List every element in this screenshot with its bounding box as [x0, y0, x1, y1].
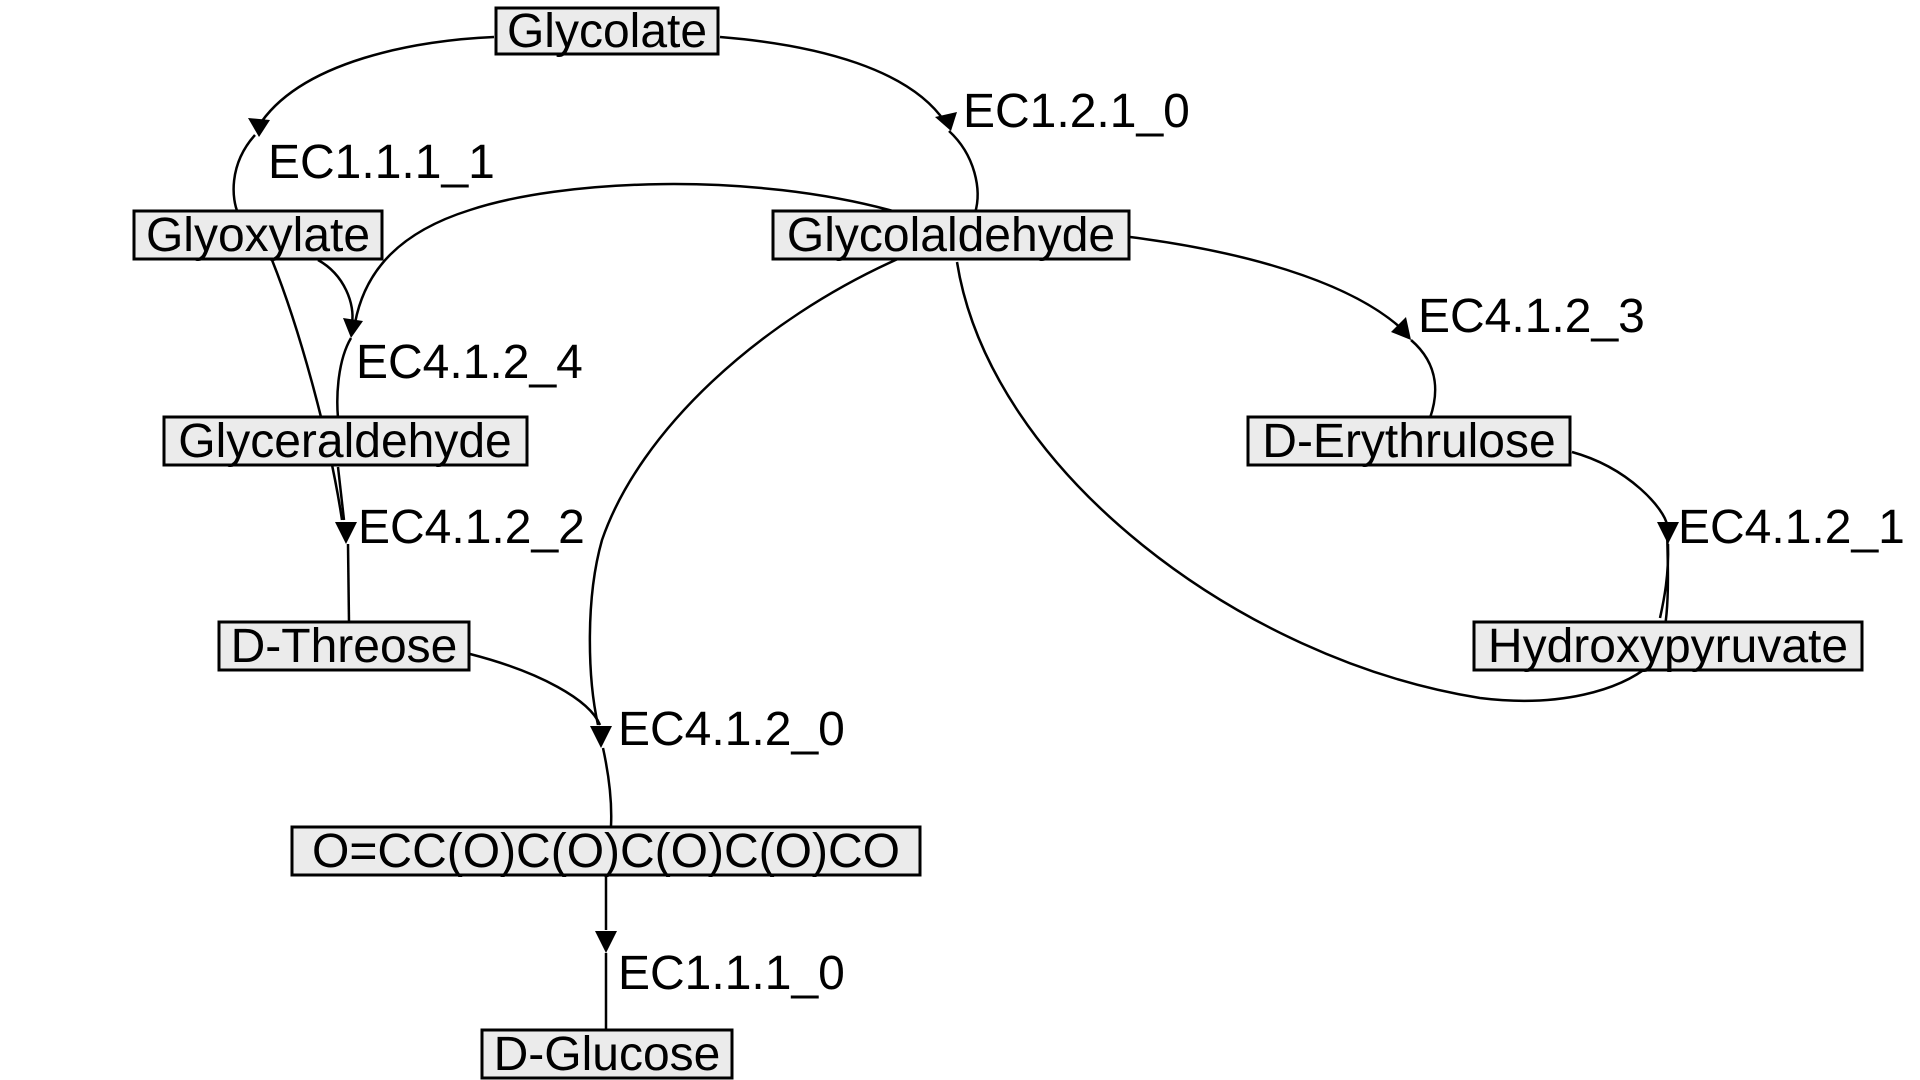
node-d-erythrulose: D-Erythrulose: [1246, 415, 1572, 468]
node-glyoxylate: Glyoxylate: [132, 209, 384, 262]
node-label-d-glucose: D-Glucose: [494, 1028, 721, 1080]
arrowhead-ec4-1-2-1: [1657, 522, 1679, 544]
edge-glycolate-to-ec1-1-1-1: [256, 35, 495, 128]
arrowhead-ec4-1-2-3: [1391, 317, 1411, 340]
node-label-glyceraldehyde: Glyceraldehyde: [178, 415, 512, 468]
arrowhead-ec4-1-2-4: [343, 318, 363, 338]
edges: [232, 35, 1679, 1030]
enzyme-label-ec4-1-2-3: EC4.1.2_3: [1418, 290, 1645, 343]
enzyme-label-ec4-1-2-4: EC4.1.2_4: [356, 336, 583, 389]
edge-glyoxylate-to-ec4-1-2-2: [270, 259, 344, 521]
node-glycolate: Glycolate: [494, 5, 720, 58]
node-d-threose: D-Threose: [217, 620, 471, 673]
node-label-d-erythrulose: D-Erythrulose: [1262, 415, 1555, 468]
node-label-glycolate: Glycolate: [507, 5, 707, 58]
enzyme-label-ec1-1-1-0: EC1.1.1_0: [618, 947, 845, 1000]
enzyme-label-ec1-1-1-1: EC1.1.1_1: [268, 136, 495, 189]
edge-glycolaldehyde-to-ec4-1-2-0: [588, 256, 901, 726]
edge-d-erythrulose-to-ec4-1-2-1: [1571, 450, 1669, 526]
edge-glycolaldehyde-to-ec4-1-2-3: [1129, 235, 1404, 331]
node-hydroxypyruvate: Hydroxypyruvate: [1472, 620, 1864, 673]
enzyme-label-ec4-1-2-0: EC4.1.2_0: [618, 703, 845, 756]
edge-d-threose-to-ec4-1-2-0: [469, 652, 602, 726]
arrowhead-ec1-1-1-1: [248, 118, 270, 137]
enzyme-labels: EC1.1.1_1 EC1.2.1_0 EC4.1.2_4 EC4.1.2_3 …: [268, 85, 1905, 1000]
edge-glycolate-to-ec1-2-1-0: [719, 35, 947, 123]
enzyme-label-ec1-2-1-0: EC1.2.1_0: [963, 85, 1190, 138]
edge-glyceraldehyde-to-ec4-1-2-2: [336, 466, 346, 521]
arrowhead-ec1-1-1-0: [595, 931, 617, 953]
enzyme-label-ec4-1-2-2: EC4.1.2_2: [358, 501, 585, 554]
node-label-d-threose: D-Threose: [231, 620, 458, 673]
edge-ec1-2-1-0-to-glycolaldehyde: [948, 130, 979, 214]
edge-glyoxylate-to-ec4-1-2-4: [317, 258, 354, 324]
node-glycolaldehyde: Glycolaldehyde: [771, 209, 1131, 262]
node-d-glucose: D-Glucose: [480, 1028, 734, 1080]
edge-ec4-1-2-1-to-hydroxypyruvate: [1658, 543, 1670, 619]
edge-glycolaldehyde-to-ec4-1-2-4: [353, 182, 901, 324]
edge-ec1-1-1-1-to-glyoxylate: [232, 134, 256, 214]
node-label-glycolaldehyde: Glycolaldehyde: [787, 209, 1115, 262]
edge-ec4-1-2-4-to-glyceraldehyde: [336, 337, 353, 419]
node-label-hydroxypyruvate: Hydroxypyruvate: [1488, 620, 1848, 673]
node-glyceraldehyde: Glyceraldehyde: [162, 415, 529, 468]
node-label-glyoxylate: Glyoxylate: [146, 209, 370, 262]
edge-ec4-1-2-2-to-d-threose: [346, 543, 351, 624]
edge-ec4-1-2-0-to-sugar: [601, 747, 613, 827]
nodes: Glycolate Glyoxylate Glycolaldehyde Glyc…: [132, 5, 1864, 1080]
edge-ec4-1-2-3-to-d-erythrulose: [1410, 339, 1437, 419]
node-label-sugar-smiles: O=CC(O)C(O)C(O)C(O)CO: [312, 825, 900, 878]
node-sugar-smiles: O=CC(O)C(O)C(O)C(O)CO: [290, 825, 922, 878]
arrowhead-ec4-1-2-2: [335, 522, 357, 544]
enzyme-label-ec4-1-2-1: EC4.1.2_1: [1678, 501, 1905, 554]
arrowhead-ec1-2-1-0: [935, 112, 957, 131]
arrowhead-ec4-1-2-0: [590, 726, 612, 748]
